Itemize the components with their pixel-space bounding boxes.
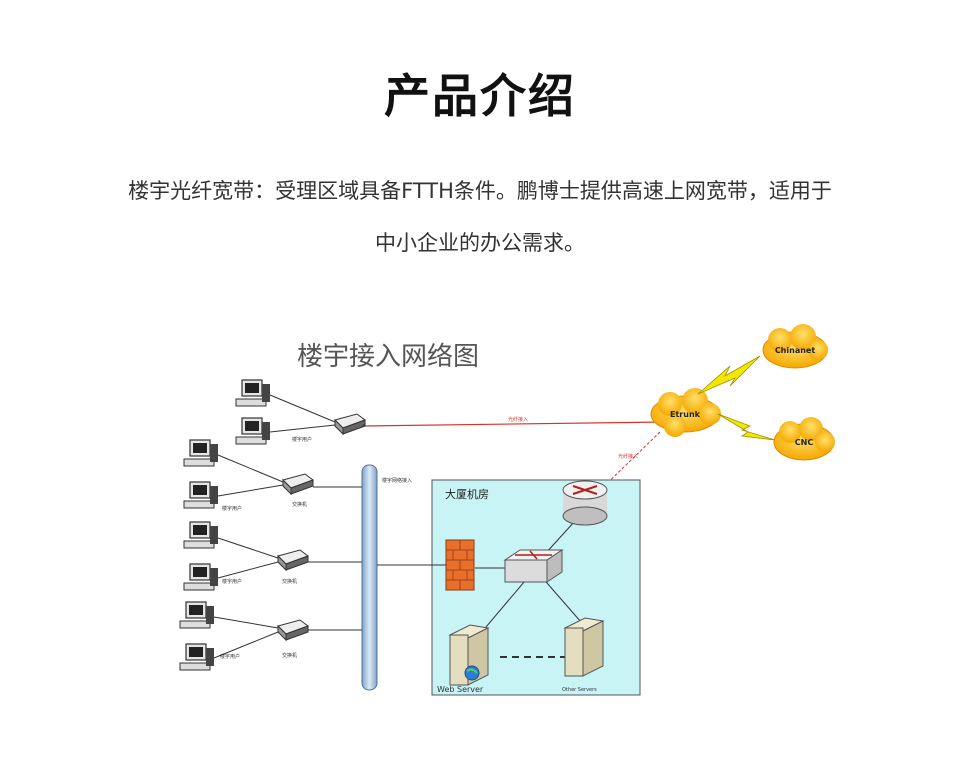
svg-text:交换机: 交换机 xyxy=(292,501,307,508)
floor-group-1: 楼宇用户 xyxy=(235,379,366,445)
cloud-chinanet-label: Chinanet xyxy=(775,346,816,355)
intro-text: 楼宇光纤宽带：受理区域具备FTTH条件。鹏博士提供高速上网宽带，适用于 中小企业… xyxy=(60,165,900,269)
other-servers-icon xyxy=(563,617,605,677)
svg-text:楼宇用户: 楼宇用户 xyxy=(220,653,240,660)
cloud-etrunk: Etrunk xyxy=(650,388,721,437)
other-servers-label: Other Servers xyxy=(562,687,597,693)
cloud-etrunk-label: Etrunk xyxy=(670,410,701,419)
network-diagram: 楼宇接入网络图 光纤接入 光纤接入 Etrunk Chinanet CNC 楼宇… xyxy=(179,324,835,696)
cloud-chinanet: Chinanet xyxy=(762,324,828,369)
diagram-title: 楼宇接入网络图 xyxy=(297,342,479,372)
cloud-cnc-label: CNC xyxy=(795,438,814,447)
web-server-label: Web Server xyxy=(437,685,484,694)
svg-text:楼宇用户: 楼宇用户 xyxy=(222,578,242,585)
floor-group-3: 楼宇用户 交换机 xyxy=(183,521,362,591)
fiber-link-label: 光纤接入 xyxy=(508,416,528,423)
backbone-pipe xyxy=(361,464,378,691)
svg-text:楼宇用户: 楼宇用户 xyxy=(222,505,242,512)
floor-group-2: 楼宇用户 交换机 xyxy=(183,439,362,512)
room-label: 大厦机房 xyxy=(445,487,489,501)
svg-text:交换机: 交换机 xyxy=(282,652,297,659)
svg-text:交换机: 交换机 xyxy=(282,578,297,585)
intro-line-1: 楼宇光纤宽带：受理区域具备FTTH条件。鹏博士提供高速上网宽带，适用于 xyxy=(128,179,832,203)
svg-text:楼宇用户: 楼宇用户 xyxy=(292,436,312,443)
router-icon xyxy=(562,480,608,526)
page-title: 产品介绍 xyxy=(384,69,576,123)
core-switch-icon xyxy=(503,549,564,583)
intro-line-2: 中小企业的办公需求。 xyxy=(375,231,585,255)
firewall-icon xyxy=(445,539,475,591)
cloud-cnc: CNC xyxy=(773,417,835,461)
backbone-label: 楼宇网络接入 xyxy=(382,477,412,484)
fiber-link-main xyxy=(361,421,666,427)
web-server-icon xyxy=(448,624,490,686)
lightning-bolt-chinanet xyxy=(697,355,761,395)
fiber-room-label: 光纤接入 xyxy=(618,453,638,460)
floor-group-4: 楼宇用户 交换机 xyxy=(179,601,362,671)
lightning-bolt-cnc xyxy=(717,413,776,441)
